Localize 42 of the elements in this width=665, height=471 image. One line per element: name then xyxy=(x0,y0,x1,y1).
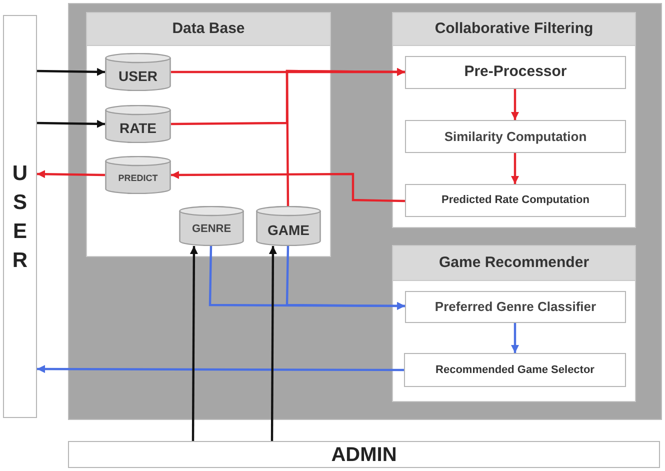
connector-arrow xyxy=(36,120,106,128)
process-label: Similarity Computation xyxy=(444,128,587,146)
database-cylinder xyxy=(105,105,171,143)
process-box xyxy=(404,353,626,387)
connector-arrow xyxy=(286,246,405,310)
connector-arrow xyxy=(37,365,404,374)
connector-arrow xyxy=(268,246,277,441)
panel-header: Collaborative Filtering xyxy=(393,13,635,46)
container-panel xyxy=(392,12,636,228)
actor-label: USER xyxy=(11,160,29,274)
cylinder-label: USER xyxy=(118,68,158,82)
process-box xyxy=(405,120,626,153)
process-label: Pre-Processor xyxy=(464,62,567,82)
connector-arrow xyxy=(36,170,106,178)
cylinder-label: PREDICT xyxy=(118,174,158,183)
database-cylinder xyxy=(179,206,244,246)
connector-arrow xyxy=(36,68,106,76)
connector-arrow xyxy=(171,170,406,202)
actor-label: ADMIN xyxy=(331,444,397,464)
process-label: Predicted Rate Computation xyxy=(442,193,590,208)
panel-header: Game Recommender xyxy=(393,246,635,281)
container-panel xyxy=(86,12,331,257)
process-box xyxy=(405,184,626,217)
database-cylinder xyxy=(105,53,171,91)
cylinder-label: GENRE xyxy=(192,224,232,235)
cylinder-label: GAME xyxy=(268,222,310,236)
process-box xyxy=(405,56,626,89)
actor-bar xyxy=(68,441,660,468)
process-box xyxy=(405,291,626,323)
connector-arrow xyxy=(511,323,519,353)
connector-arrow xyxy=(286,68,406,206)
process-label: Preferred Genre Classifier xyxy=(434,298,596,316)
connector-arrow xyxy=(511,89,519,120)
connector-arrow xyxy=(511,153,519,184)
database-cylinder xyxy=(256,206,321,246)
panel-header: Data Base xyxy=(87,13,330,46)
container-panel xyxy=(392,245,636,402)
connector-arrow xyxy=(190,246,198,441)
actor-bar xyxy=(3,15,37,418)
cylinder-label: RATE xyxy=(119,120,157,134)
process-label: Recommended Game Selector xyxy=(436,362,594,378)
database-cylinder xyxy=(105,156,171,194)
